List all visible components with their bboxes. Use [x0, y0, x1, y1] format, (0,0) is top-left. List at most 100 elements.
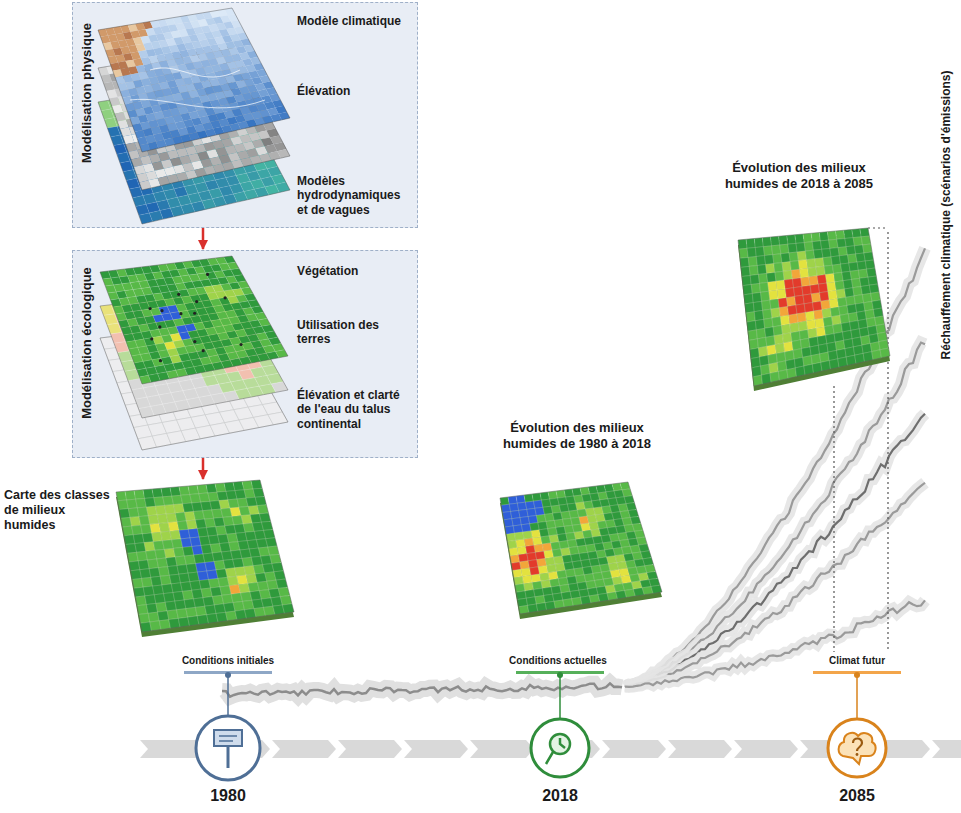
- illustration-shape: [515, 532, 525, 540]
- illustration-shape: [746, 312, 755, 322]
- illustration-shape: [770, 299, 779, 309]
- illustration-shape: [755, 319, 764, 329]
- illustration-shape: [528, 560, 538, 568]
- illustration-shape: [822, 249, 831, 258]
- illustration-shape: [753, 301, 762, 311]
- illustration-shape: [805, 250, 814, 260]
- illustration-shape: [841, 263, 851, 272]
- illustration-shape: [815, 258, 824, 267]
- illustration-shape: [856, 253, 866, 262]
- illustration-shape: [849, 262, 859, 271]
- illustration-shape: [116, 480, 294, 632]
- illustration-shape: [785, 288, 794, 298]
- illustration-shape: [790, 261, 799, 271]
- illustration-shape: [742, 276, 751, 286]
- illustration-shape: [808, 267, 817, 277]
- illustration-shape: [803, 233, 812, 242]
- illustration-shape: [769, 290, 778, 300]
- illustration-shape: [158, 611, 169, 621]
- illustration-shape: [811, 293, 821, 303]
- illustration-shape: [788, 305, 797, 315]
- illustration-shape: [800, 268, 809, 278]
- illustration-shape: [854, 295, 864, 305]
- illustration-shape: [175, 600, 186, 610]
- illustration-shape: [837, 239, 846, 248]
- illustration-shape: [835, 281, 845, 291]
- illustration-shape: [773, 254, 782, 264]
- illustration-shape: [745, 303, 754, 313]
- illustration-dot: [202, 349, 205, 352]
- wetland-change-map: [500, 482, 662, 614]
- illustration-shape: [752, 292, 761, 302]
- illustration-shape: [776, 280, 785, 290]
- illustration-shape: [807, 259, 816, 269]
- illustration-shape: [516, 539, 526, 547]
- illustration-shape: [758, 273, 767, 283]
- illustration-shape: [813, 301, 823, 311]
- illustration-shape: [132, 525, 143, 535]
- illustration-shape: [787, 235, 796, 244]
- illustration-dot: [193, 340, 196, 343]
- illustration-shape: [506, 533, 516, 541]
- illustration-shape: [827, 282, 837, 292]
- illustration-shape: [512, 518, 522, 526]
- illustration-shape: [159, 620, 170, 630]
- initial-wetland-map: [116, 480, 294, 632]
- illustration-shape: [772, 317, 781, 327]
- illustration-dot: [159, 359, 162, 362]
- illustration-shape: [768, 281, 777, 291]
- illustration-shape: [521, 524, 531, 532]
- illustration-shape: [845, 288, 855, 298]
- illustration-shape: [760, 282, 769, 292]
- curve-band: [625, 248, 925, 687]
- illustration-shape: [504, 519, 513, 527]
- illustration-dot: [193, 312, 196, 315]
- illustration-dot: [179, 312, 182, 315]
- land-use-layer: [100, 290, 288, 418]
- illustration-shape: [774, 263, 783, 273]
- illustration-shape: [169, 618, 180, 628]
- illustration-shape: [100, 290, 288, 418]
- illustration-shape: [837, 297, 847, 307]
- elevation-layer: [98, 46, 290, 190]
- illustration-shape: [780, 315, 790, 325]
- illustration-shape: [750, 274, 759, 284]
- illustration-shape: [846, 246, 856, 255]
- illustration-shape: [842, 271, 852, 280]
- dotted-bracket: [834, 228, 888, 652]
- illustration-dot: [158, 325, 161, 328]
- illustration-shape: [763, 246, 772, 256]
- illustration-shape: [861, 285, 871, 294]
- illustration-shape: [823, 257, 832, 266]
- illustration-shape: [796, 304, 806, 314]
- illustration-shape: [756, 256, 765, 266]
- illustration-shape: [509, 503, 518, 511]
- panel-fills: [72, 2, 418, 458]
- illustration-shape: [519, 509, 529, 517]
- illustration-shape: [501, 504, 510, 512]
- illustration-shape: [527, 552, 537, 560]
- panel-fill: [72, 2, 418, 228]
- curve-band: [625, 343, 925, 686]
- illustration-shape: [100, 256, 288, 384]
- illustration-shape: [801, 277, 810, 287]
- illustration-shape: [513, 525, 523, 533]
- illustration-shape: [788, 243, 797, 253]
- climate-contour: [130, 68, 265, 108]
- illustration-shape: [809, 276, 819, 286]
- illustration-dot: [160, 309, 163, 312]
- illustration-shape: [852, 229, 861, 238]
- illustration-shape: [775, 271, 784, 281]
- illustration-shape: [789, 252, 798, 262]
- illustration-shape: [145, 595, 156, 605]
- illustration-shape: [751, 283, 760, 293]
- map-edge: [738, 233, 890, 391]
- illustration-shape: [818, 283, 828, 293]
- illustration-shape: [794, 287, 803, 297]
- illustration-shape: [148, 612, 159, 622]
- illustration-shape: [857, 261, 867, 270]
- illustration-shape: [779, 236, 788, 246]
- illustration-shape: [845, 238, 855, 247]
- illustration-shape: [754, 238, 763, 248]
- illustration-shape: [830, 248, 839, 257]
